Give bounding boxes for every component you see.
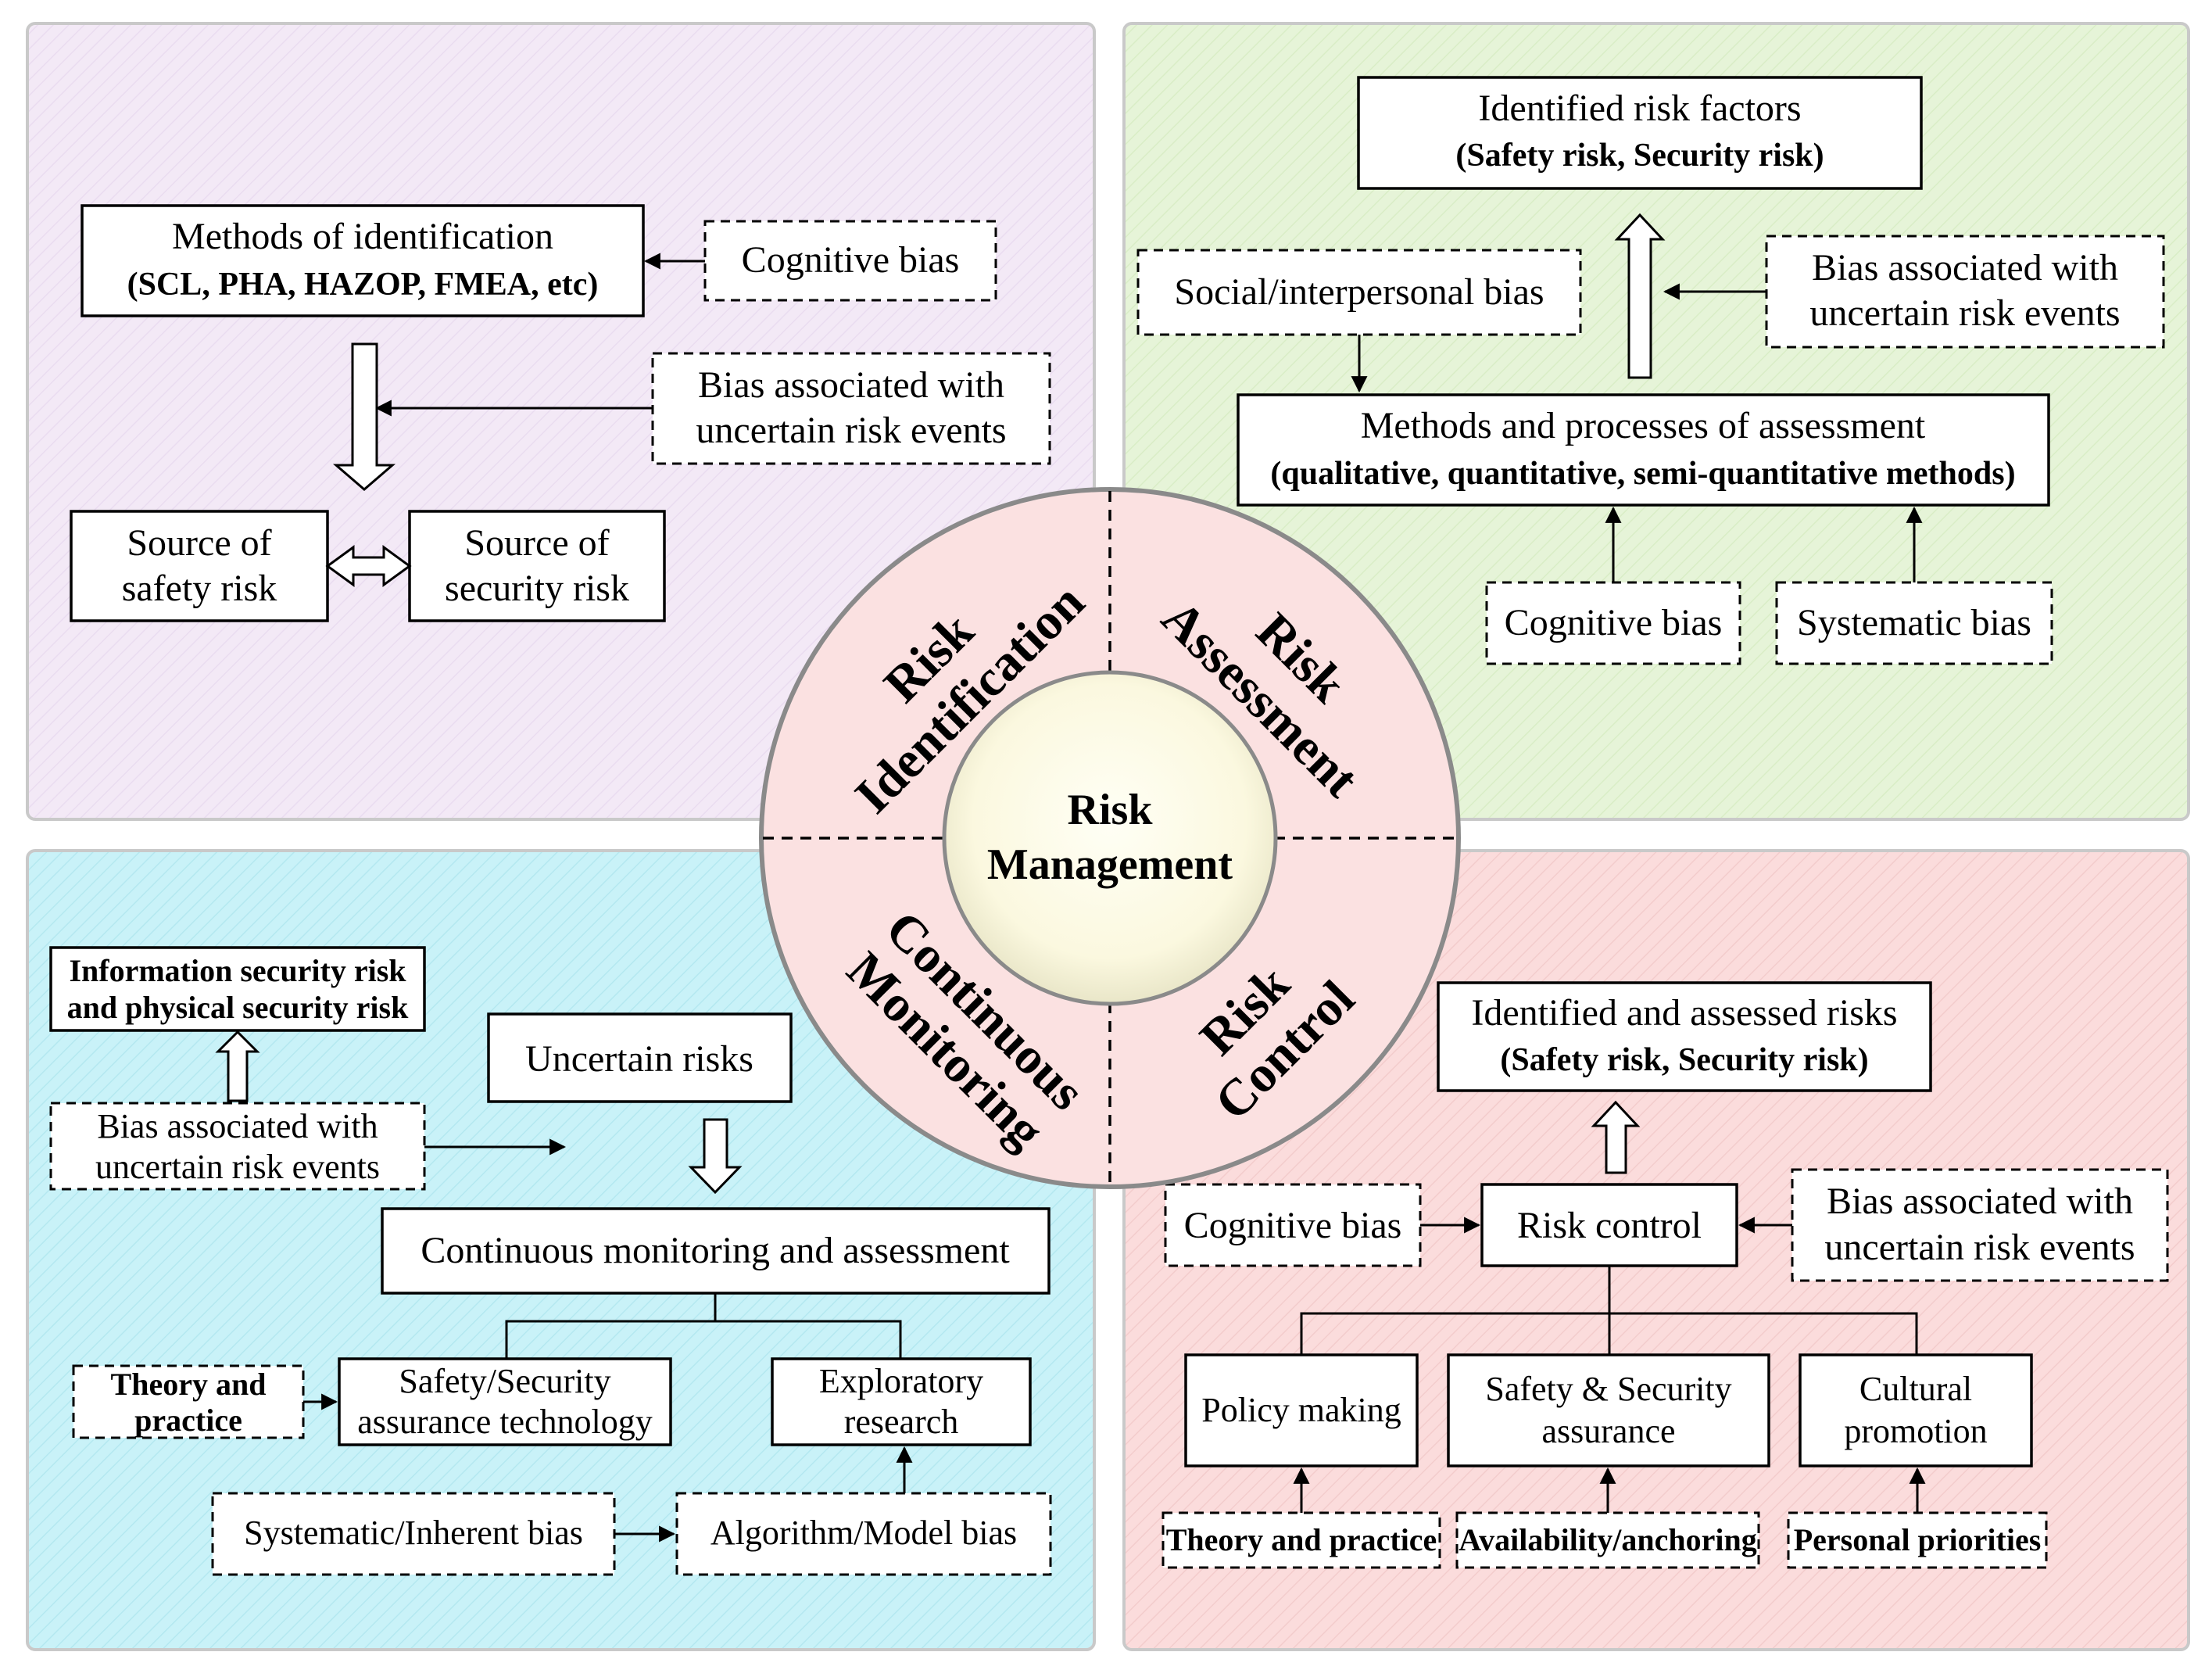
security-source-line2: security risk xyxy=(445,568,629,609)
control-assurance-line1: Safety & Security xyxy=(1485,1370,1731,1408)
control-cognitive-bias-label: Cognitive bias xyxy=(1184,1205,1402,1246)
control-uncertain-bias-line1: Bias associated with xyxy=(1827,1181,2133,1222)
identification-methods-box: Methods of identification (SCL, PHA, HAZ… xyxy=(81,204,645,317)
risk-control-label: Risk control xyxy=(1517,1205,1702,1246)
monitoring-uncertain-bias-line2: uncertain risk events xyxy=(95,1148,380,1186)
control-hollow-up-arrow xyxy=(1591,1100,1641,1174)
security-source-line1: Source of xyxy=(464,522,609,564)
personal-priorities-label: Personal priorities xyxy=(1794,1522,2042,1557)
security-source-box: Source of security risk xyxy=(408,510,666,622)
monitoring-hollow-up-arrow xyxy=(215,1030,260,1102)
identification-methods-line2: (SCL, PHA, HAZOP, FMEA, etc) xyxy=(127,267,599,303)
assurance-technology-line1: Safety/Security xyxy=(399,1362,610,1400)
control-theory-label: Theory and practice xyxy=(1166,1522,1437,1557)
cultural-promotion-line2: promotion xyxy=(1844,1412,1987,1450)
monitoring-hollow-down-arrow xyxy=(688,1118,743,1195)
identified-assessed-line1: Identified and assessed risks xyxy=(1471,992,1897,1034)
identification-methods-line1: Methods of identification xyxy=(172,216,553,257)
assessment-methods-box: Methods and processes of assessment (qua… xyxy=(1237,393,2050,507)
identified-factors-line2: (Safety risk, Security risk) xyxy=(1455,138,1824,174)
systematic-inherent-bias-box: Systematic/Inherent bias xyxy=(211,1492,616,1576)
assurance-technology-line2: assurance technology xyxy=(357,1403,653,1441)
systematic-bias-label: Systematic bias xyxy=(1797,602,2031,643)
info-security-line2: and physical security risk xyxy=(67,990,409,1025)
safety-source-line2: safety risk xyxy=(122,568,277,609)
exploratory-research-box: Exploratory research xyxy=(771,1357,1032,1446)
identification-uncertain-bias-box: Bias associated with uncertain risk even… xyxy=(651,352,1051,465)
exploratory-research-line2: research xyxy=(844,1403,959,1441)
risk-management-hub: Risk Management Risk Identification Risk… xyxy=(759,487,1461,1189)
monitoring-uncertain-bias-box: Bias associated with uncertain risk even… xyxy=(49,1102,426,1191)
cultural-promotion-line1: Cultural xyxy=(1859,1370,1972,1408)
monitoring-branch-connector xyxy=(505,1293,902,1359)
social-bias-box: Social/interpersonal bias xyxy=(1136,249,1582,336)
algorithm-bias-box: Algorithm/Model bias xyxy=(675,1492,1052,1576)
availability-box: Availability/anchoring xyxy=(1455,1511,1760,1569)
systematic-inherent-bias-label: Systematic/Inherent bias xyxy=(244,1514,583,1552)
identification-uncertain-bias-line1: Bias associated with xyxy=(698,364,1004,406)
monitoring-uncertain-bias-line1: Bias associated with xyxy=(97,1107,378,1145)
assessment-methods-line1: Methods and processes of assessment xyxy=(1361,405,1926,446)
assessment-uncertain-bias-line1: Bias associated with xyxy=(1812,247,2118,288)
control-uncertain-bias-line2: uncertain risk events xyxy=(1824,1227,2135,1268)
source-double-arrow xyxy=(325,545,412,587)
continuous-monitoring-box: Continuous monitoring and assessment xyxy=(381,1207,1051,1295)
identified-assessed-line2: (Safety risk, Security risk) xyxy=(1500,1042,1868,1078)
assurance-technology-box: Safety/Security assurance technology xyxy=(338,1357,672,1446)
monitoring-theory-line2: practice xyxy=(134,1403,242,1438)
safety-source-box: Source of safety risk xyxy=(70,510,329,622)
info-security-line1: Information security risk xyxy=(69,953,406,988)
monitoring-theory-box: Theory and practice xyxy=(72,1364,305,1439)
control-cognitive-bias-box: Cognitive bias xyxy=(1164,1183,1422,1267)
identified-assessed-box: Identified and assessed risks (Safety ri… xyxy=(1437,981,1932,1092)
cultural-promotion-box: Cultural promotion xyxy=(1799,1353,2033,1467)
assessment-methods-line2: (qualitative, quantitative, semi-quantit… xyxy=(1270,456,2015,492)
info-security-box: Information security risk and physical s… xyxy=(49,946,426,1032)
identification-cognitive-bias-label: Cognitive bias xyxy=(742,239,960,281)
exploratory-research-line1: Exploratory xyxy=(819,1362,983,1400)
uncertain-risks-label: Uncertain risks xyxy=(525,1038,753,1080)
identification-uncertain-bias-line2: uncertain risk events xyxy=(696,410,1006,451)
identified-factors-line1: Identified risk factors xyxy=(1478,88,1801,129)
identified-factors-box: Identified risk factors (Safety risk, Se… xyxy=(1357,76,1923,190)
availability-label: Availability/anchoring xyxy=(1459,1522,1757,1557)
safety-source-line1: Source of xyxy=(127,522,271,564)
personal-priorities-box: Personal priorities xyxy=(1787,1511,2048,1569)
control-branch-connector xyxy=(1300,1266,1918,1355)
systematic-bias-box: Systematic bias xyxy=(1775,581,2053,665)
social-bias-label: Social/interpersonal bias xyxy=(1174,271,1544,313)
policy-making-label: Policy making xyxy=(1201,1391,1401,1429)
control-assurance-line2: assurance xyxy=(1541,1412,1675,1450)
hub-center-line1: Risk xyxy=(1068,786,1154,834)
control-uncertain-bias-box: Bias associated with uncertain risk even… xyxy=(1791,1168,2169,1282)
assessment-uncertain-bias-box: Bias associated with uncertain risk even… xyxy=(1765,235,2165,349)
hub-center-circle xyxy=(942,670,1278,1006)
hub-center-line2: Management xyxy=(987,840,1233,889)
uncertain-risks-box: Uncertain risks xyxy=(487,1012,793,1103)
assessment-cognitive-bias-box: Cognitive bias xyxy=(1485,581,1741,665)
assessment-uncertain-bias-line2: uncertain risk events xyxy=(1809,292,2120,334)
continuous-monitoring-label: Continuous monitoring and assessment xyxy=(421,1230,1010,1271)
control-assurance-box: Safety & Security assurance xyxy=(1447,1353,1770,1467)
risk-control-box: Risk control xyxy=(1480,1183,1738,1267)
algorithm-bias-label: Algorithm/Model bias xyxy=(710,1514,1017,1552)
monitoring-theory-line1: Theory and xyxy=(111,1367,267,1402)
policy-making-box: Policy making xyxy=(1184,1353,1419,1467)
identification-hollow-down-arrow xyxy=(332,342,396,491)
assessment-hollow-up-arrow xyxy=(1614,213,1666,379)
identification-cognitive-bias-box: Cognitive bias xyxy=(703,220,997,302)
control-theory-box: Theory and practice xyxy=(1161,1511,1441,1569)
assessment-cognitive-bias-label: Cognitive bias xyxy=(1505,602,1723,643)
